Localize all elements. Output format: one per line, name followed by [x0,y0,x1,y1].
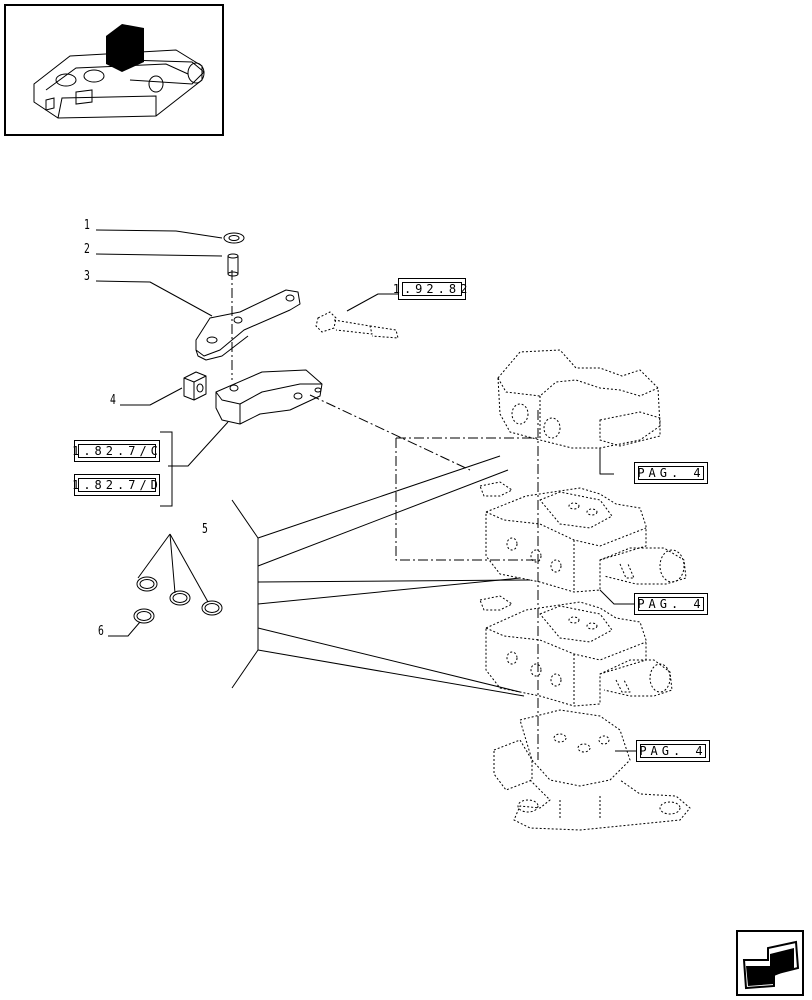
callout-3: 3 [84,269,90,284]
valve-section-lower [479,595,673,707]
callout-6: 6 [98,624,104,639]
part-4-block [183,371,207,401]
ref-link-1-82-7-c[interactable]: 1.82.7/C [72,440,160,462]
bracket-fan-lines [231,455,531,697]
part-3-lever [195,289,301,361]
assembly-thumbnail-icon [33,24,205,119]
callout-5: 5 [202,522,208,537]
next-page-button[interactable] [736,930,804,996]
ref-link-1-82-7-d[interactable]: 1.82.7/D [72,474,160,496]
valve-section-upper [479,481,687,593]
reference-bracket [160,431,173,507]
inlet-cover [497,349,661,449]
part-2-pin [227,253,239,277]
screw [315,311,399,339]
alignment-lines [231,270,540,760]
ref-link-pag-4-bottom[interactable]: PAG. 4 [636,740,710,762]
ref-link-pag-4-top[interactable]: PAG. 4 [634,462,708,484]
ref-link-pag-4-middle[interactable]: PAG. 4 [634,593,708,615]
callout-2: 2 [84,242,90,257]
callout-4: 4 [110,393,116,408]
lever-arm [215,369,323,425]
ref-link-1-92-82[interactable]: 1.92.82 [393,278,467,300]
o-rings [133,576,223,624]
leader-lines [95,229,636,752]
callout-1: 1 [84,218,90,233]
outlet-cover [493,709,691,831]
assembly-thumbnail [4,4,224,136]
next-page-arrow-icon [742,940,800,990]
part-1-snap-ring [223,232,245,244]
